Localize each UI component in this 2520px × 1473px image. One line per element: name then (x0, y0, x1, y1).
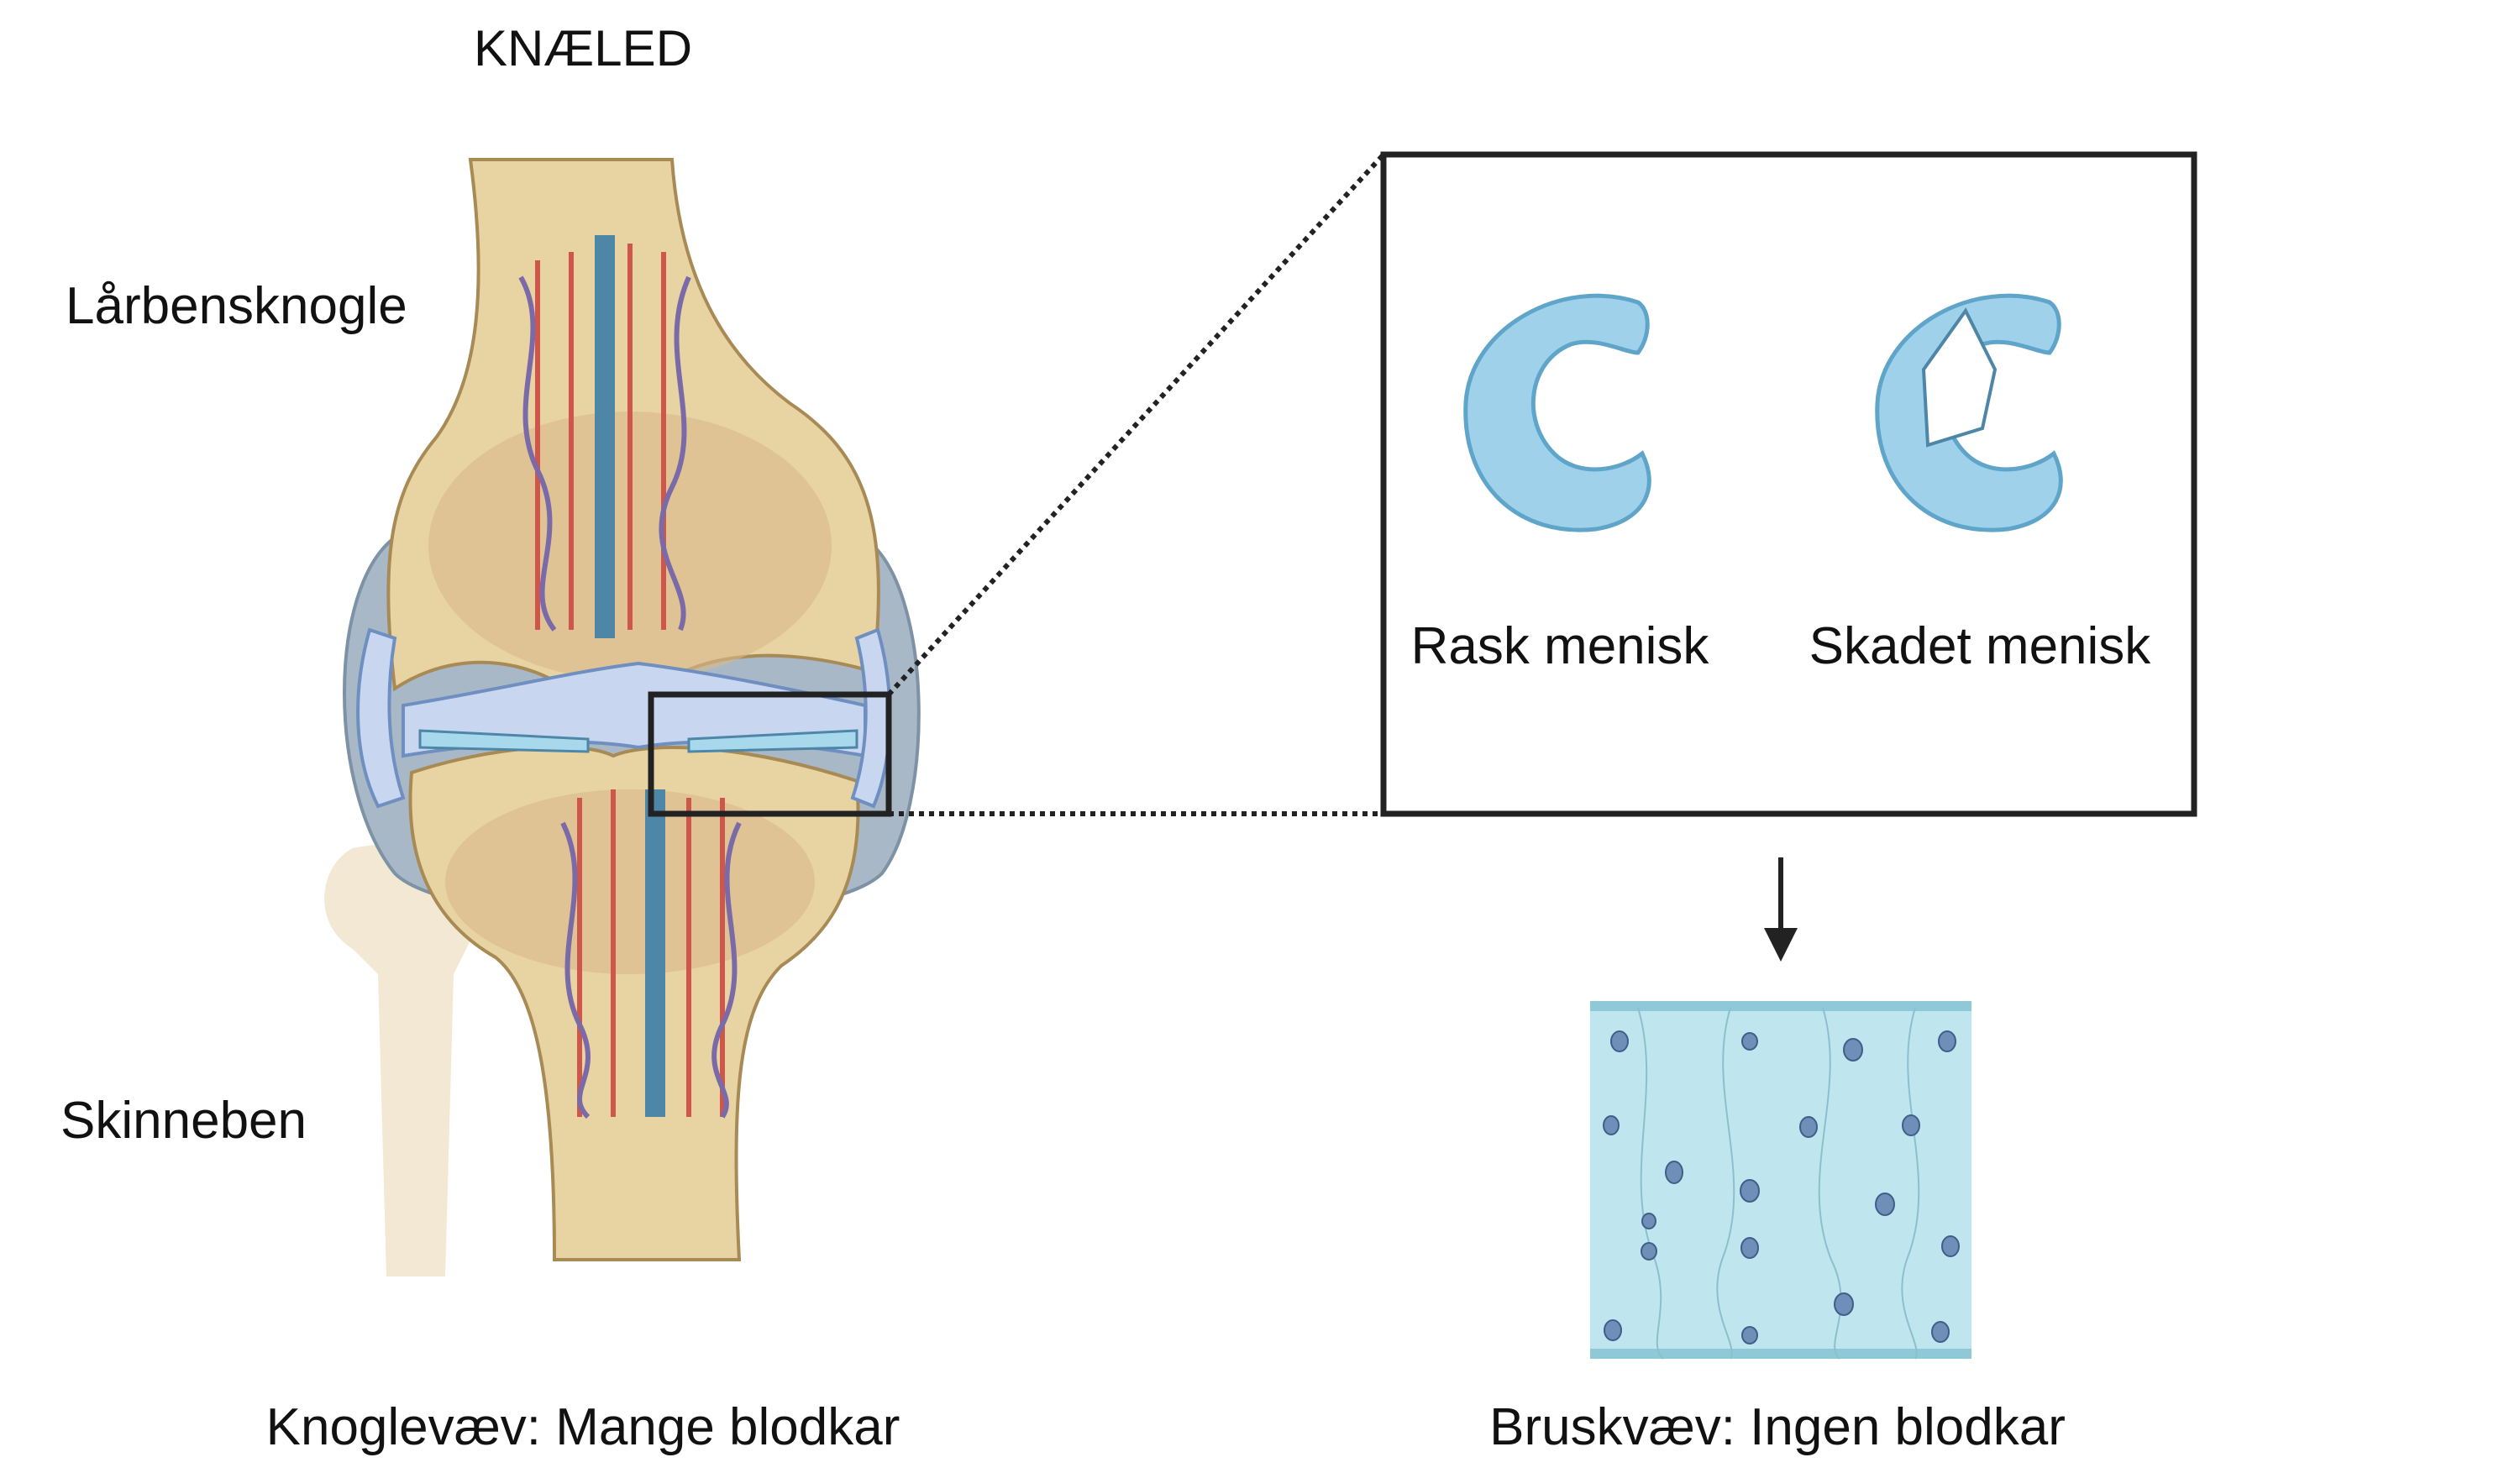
zoom-region-box (648, 691, 892, 817)
healthy-meniscus-icon (1463, 293, 1651, 532)
blood-vessels (518, 235, 742, 1119)
fibula (324, 843, 482, 1276)
femur-bone (386, 158, 880, 743)
damaged-meniscus-label: Skadet menisk (1809, 617, 2152, 675)
tibia-label: Skinneben (60, 1092, 307, 1150)
cartilage-tissue-sample (1590, 1001, 1971, 1360)
zoom-line-top (886, 152, 1386, 697)
tibia-bone (408, 745, 860, 1261)
femur-label: Lårbensknogle (66, 277, 407, 335)
joint-cartilage (356, 627, 892, 809)
damaged-meniscus-icon (1875, 293, 2063, 532)
healthy-meniscus-label: Rask menisk (1411, 617, 1710, 675)
down-arrow-icon (1764, 857, 1798, 962)
bone-tissue-caption: Knoglevæv: Mange blodkar (266, 1398, 900, 1456)
cartilage-tissue-caption: Bruskvæv: Ingen blodkar (1489, 1398, 2066, 1456)
diagram-title: KNÆLED (474, 20, 692, 76)
